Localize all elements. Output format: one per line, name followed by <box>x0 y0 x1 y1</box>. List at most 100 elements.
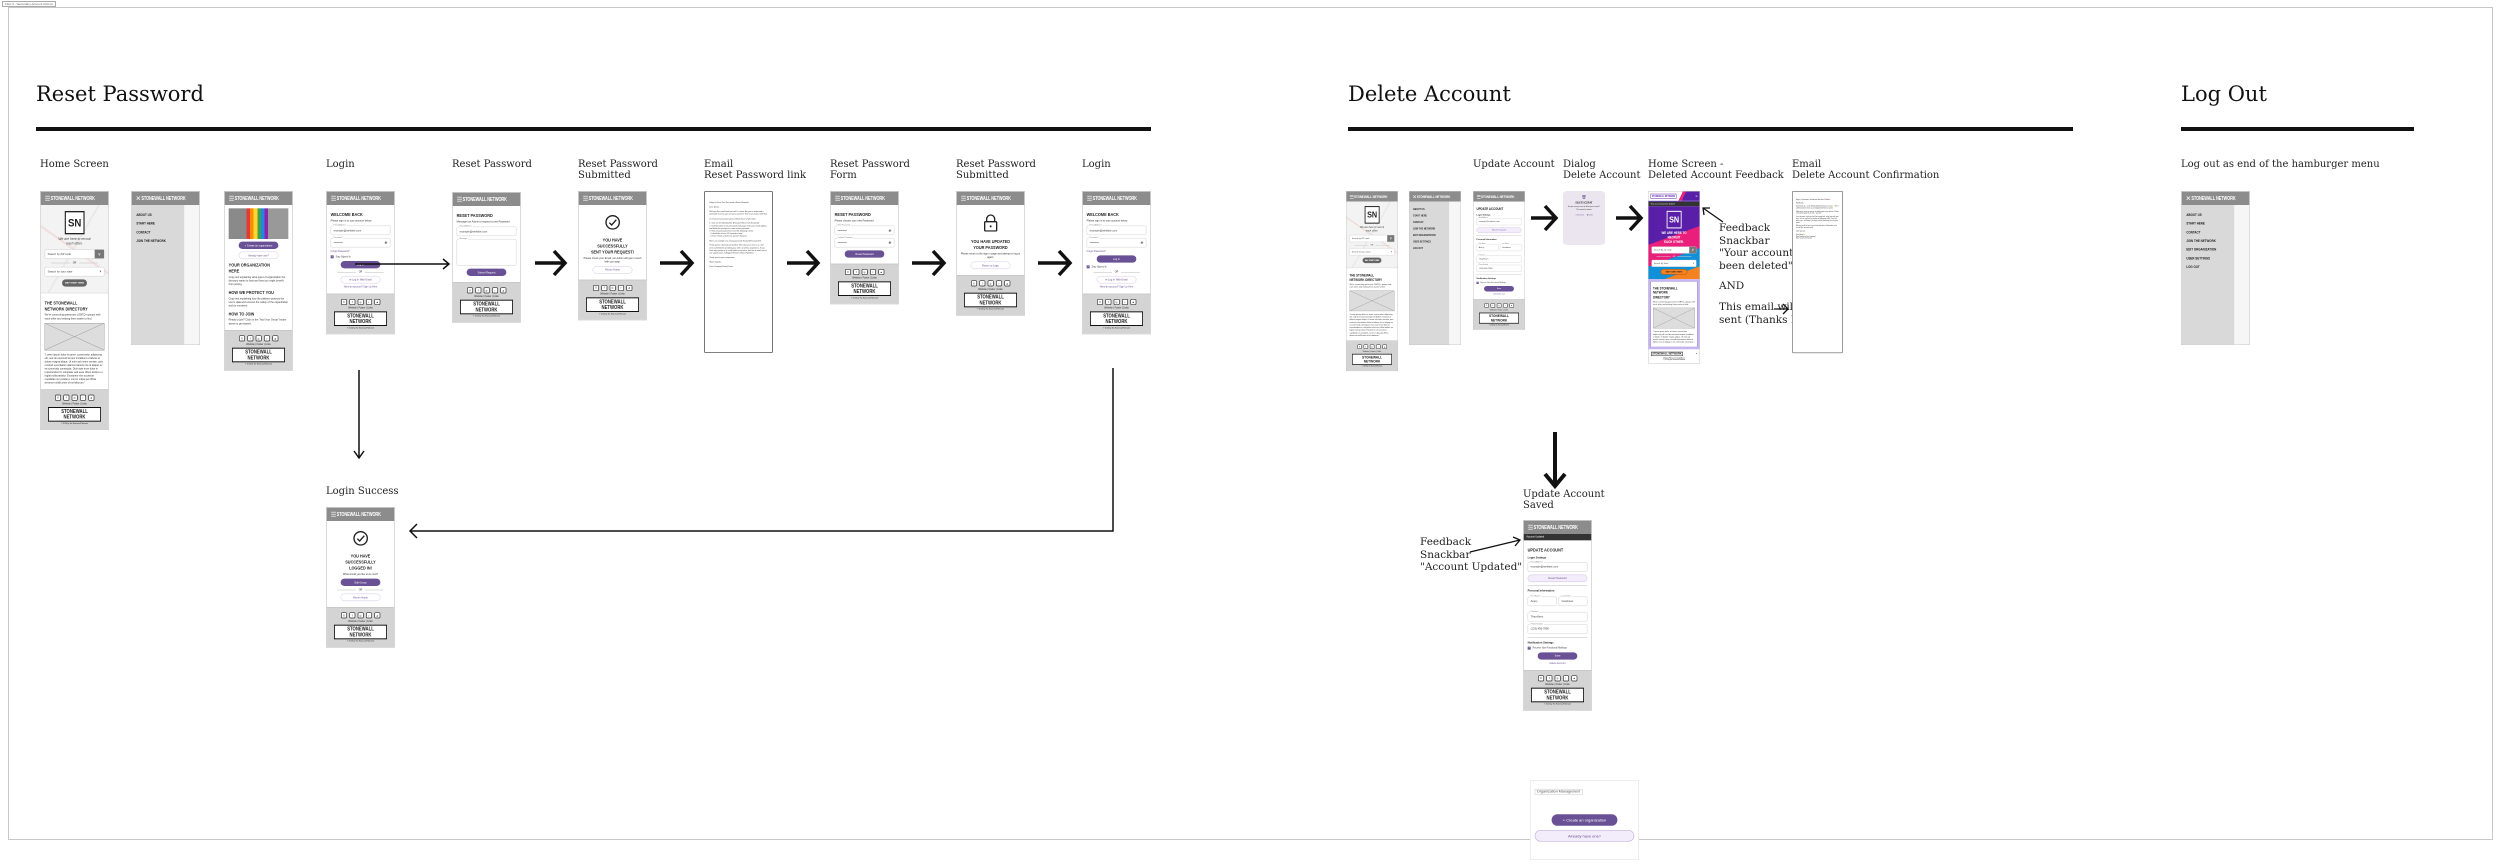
text-input[interactable]: Last Name*Goodman <box>1499 242 1522 251</box>
search-icon[interactable]: ⚲ <box>94 249 104 259</box>
eye-icon[interactable]: ◉ <box>1140 240 1144 245</box>
hamburger-menu-icon[interactable]: ☰ <box>582 194 589 203</box>
footer-links[interactable]: Website | Footer | Links <box>600 292 625 296</box>
text-input[interactable]: Email Address*example@website.com <box>1476 217 1522 226</box>
page-behind-overlay[interactable] <box>2234 205 2250 345</box>
button[interactable]: Already have one? <box>238 251 279 259</box>
text-input[interactable]: Last Name*Goodman <box>1558 595 1588 606</box>
footer-links[interactable]: Website | Footer | Links <box>474 295 499 298</box>
tiktok-icon[interactable]: ♪ <box>491 287 498 294</box>
x-icon[interactable]: X <box>340 612 347 619</box>
search-icon[interactable]: ⚲ <box>1387 235 1395 242</box>
close-icon[interactable]: ✕ <box>135 194 142 203</box>
bluesky-icon[interactable]: ▲ <box>272 335 279 342</box>
checkbox[interactable]: ✓Receive Non-Functional Mailings <box>1527 646 1588 650</box>
button[interactable]: Save <box>1537 652 1578 660</box>
instagram-icon[interactable]: ◎ <box>861 269 868 275</box>
facebook-icon[interactable]: f <box>979 280 986 287</box>
hamburger-menu-icon[interactable]: ☰ <box>456 195 463 204</box>
instagram-icon[interactable]: ◎ <box>1113 299 1120 305</box>
x-icon[interactable]: X <box>466 287 473 294</box>
link[interactable]: Delete Account <box>1493 293 1505 296</box>
facebook-icon[interactable]: f <box>853 269 860 275</box>
text-input[interactable]: Email Address*example@website.com <box>330 224 391 235</box>
facebook-icon[interactable]: f <box>1105 299 1112 305</box>
bluesky-icon[interactable]: ▲ <box>374 299 381 305</box>
instagram-icon[interactable]: ◎ <box>483 287 490 294</box>
link[interactable]: Need an account? Sign Up Here <box>343 286 378 289</box>
eye-icon[interactable]: ◉ <box>888 228 892 233</box>
button[interactable]: ✉ Log In With Email <box>1096 276 1137 284</box>
facebook-icon[interactable]: f <box>1490 303 1495 308</box>
tiktok-icon[interactable]: ♪ <box>263 335 270 342</box>
bluesky-icon[interactable]: ▲ <box>1004 280 1011 287</box>
page-behind-overlay[interactable] <box>1449 201 1461 345</box>
button[interactable]: Log In <box>1096 255 1137 263</box>
hamburger-menu-icon[interactable]: ☰ <box>44 194 51 203</box>
button[interactable]: Reset Password <box>1476 227 1522 233</box>
bluesky-icon[interactable]: ▲ <box>1571 675 1578 682</box>
menu-item-edit-organization[interactable]: EDIT ORGANIZATION <box>2186 247 2217 252</box>
tiktok-icon[interactable]: ♪ <box>365 612 372 619</box>
checkbox-checked-icon[interactable]: ✓ <box>1527 646 1531 650</box>
state-select[interactable]: Search for your state▾ <box>1349 248 1395 256</box>
bluesky-icon[interactable]: ▲ <box>626 284 633 291</box>
bluesky-icon[interactable]: ▲ <box>1509 303 1514 308</box>
eye-icon[interactable]: ◉ <box>384 240 388 245</box>
text-input[interactable]: Search By Zip Code⚲ <box>1651 246 1697 254</box>
checkbox-checked-icon[interactable]: ✓ <box>1086 265 1090 269</box>
link[interactable]: Forgot Password? <box>330 250 350 253</box>
x-icon[interactable]: X <box>1484 303 1489 308</box>
hamburger-menu-icon[interactable]: ☰ <box>228 194 235 203</box>
text-input[interactable]: Email Address*example@website.com <box>1086 224 1147 235</box>
menu-item-contact[interactable]: CONTACT <box>136 230 151 235</box>
text-input[interactable]: Email Address*example@website.com <box>1527 560 1588 572</box>
x-icon[interactable]: X <box>54 394 61 401</box>
button[interactable]: MAP START HERE <box>1362 257 1382 264</box>
instagram-icon[interactable]: ◎ <box>1554 675 1561 682</box>
link[interactable]: Need an account? Sign Up Here <box>1099 286 1134 289</box>
text-input[interactable]: New Password••••••••••◉ <box>834 224 895 235</box>
bluesky-icon[interactable]: ▲ <box>500 287 507 294</box>
button[interactable]: MAP START HERE <box>1660 269 1688 275</box>
text-input[interactable]: Password*••••••••••◉ <box>1086 236 1147 248</box>
menu-item-user-settings[interactable]: USER SETTINGS <box>1413 240 1431 244</box>
checkbox-checked-icon[interactable]: ✓ <box>1476 281 1479 284</box>
bluesky-icon[interactable]: ▲ <box>1130 299 1137 305</box>
button[interactable]: ✉ Log In With Email <box>340 276 381 284</box>
footer-links[interactable]: Website | Footer | Links <box>62 402 87 405</box>
text-input[interactable]: Search by ZIP code⚲ <box>1349 234 1395 242</box>
hamburger-menu-icon[interactable]: ☰ <box>1527 523 1534 532</box>
text-input[interactable]: Password*••••••••••◉ <box>330 236 391 248</box>
tiktok-icon[interactable]: ♪ <box>995 280 1002 287</box>
facebook-icon[interactable]: f <box>349 612 356 619</box>
button[interactable]: Reset Password <box>1527 574 1588 582</box>
bluesky-icon[interactable]: ■ <box>1696 353 1697 355</box>
footer-links[interactable]: Website | Footer | Links <box>1104 307 1129 310</box>
footer-links[interactable]: Website | Footer | Links <box>348 620 373 623</box>
menu-item-start-here[interactable]: START HERE <box>2186 221 2205 226</box>
text-input[interactable]: Phone Number(123) 456-7890 <box>1527 622 1588 634</box>
tiktok-icon[interactable]: ♪ <box>79 394 86 401</box>
nevermind-button[interactable]: ✕ Nevermind <box>1575 214 1584 216</box>
footer-links[interactable]: Website | Footer | Links <box>1362 350 1382 353</box>
hamburger-menu-icon[interactable]: ☰ <box>1086 194 1093 203</box>
link[interactable]: Forgot Password? <box>1086 250 1106 253</box>
instagram-icon[interactable]: ◎ <box>1369 344 1375 349</box>
search-icon[interactable]: ⚲ <box>1689 246 1697 254</box>
link[interactable]: Delete Account <box>1549 662 1566 665</box>
bluesky-icon[interactable]: ▲ <box>878 269 885 275</box>
button[interactable]: Return Home <box>340 593 381 601</box>
footer-links[interactable]: Privacy Policy | Contact | About <box>1663 357 1685 359</box>
menu-item-about-us[interactable]: ABOUT US <box>136 213 152 217</box>
button[interactable]: MAP START HERE <box>61 279 88 287</box>
tiktok-icon[interactable]: ♪ <box>1376 344 1381 349</box>
button[interactable]: Reset Password <box>844 250 885 258</box>
bluesky-icon[interactable]: ▲ <box>1382 344 1387 349</box>
menu-item-about-us[interactable]: ABOUT US <box>2186 213 2202 217</box>
hamburger-menu-icon[interactable]: ☰ <box>330 510 337 519</box>
menu-item-about-us[interactable]: ABOUT US <box>1413 207 1425 211</box>
tiktok-icon[interactable]: ♪ <box>869 269 876 275</box>
button[interactable]: Edit Group <box>340 578 381 586</box>
